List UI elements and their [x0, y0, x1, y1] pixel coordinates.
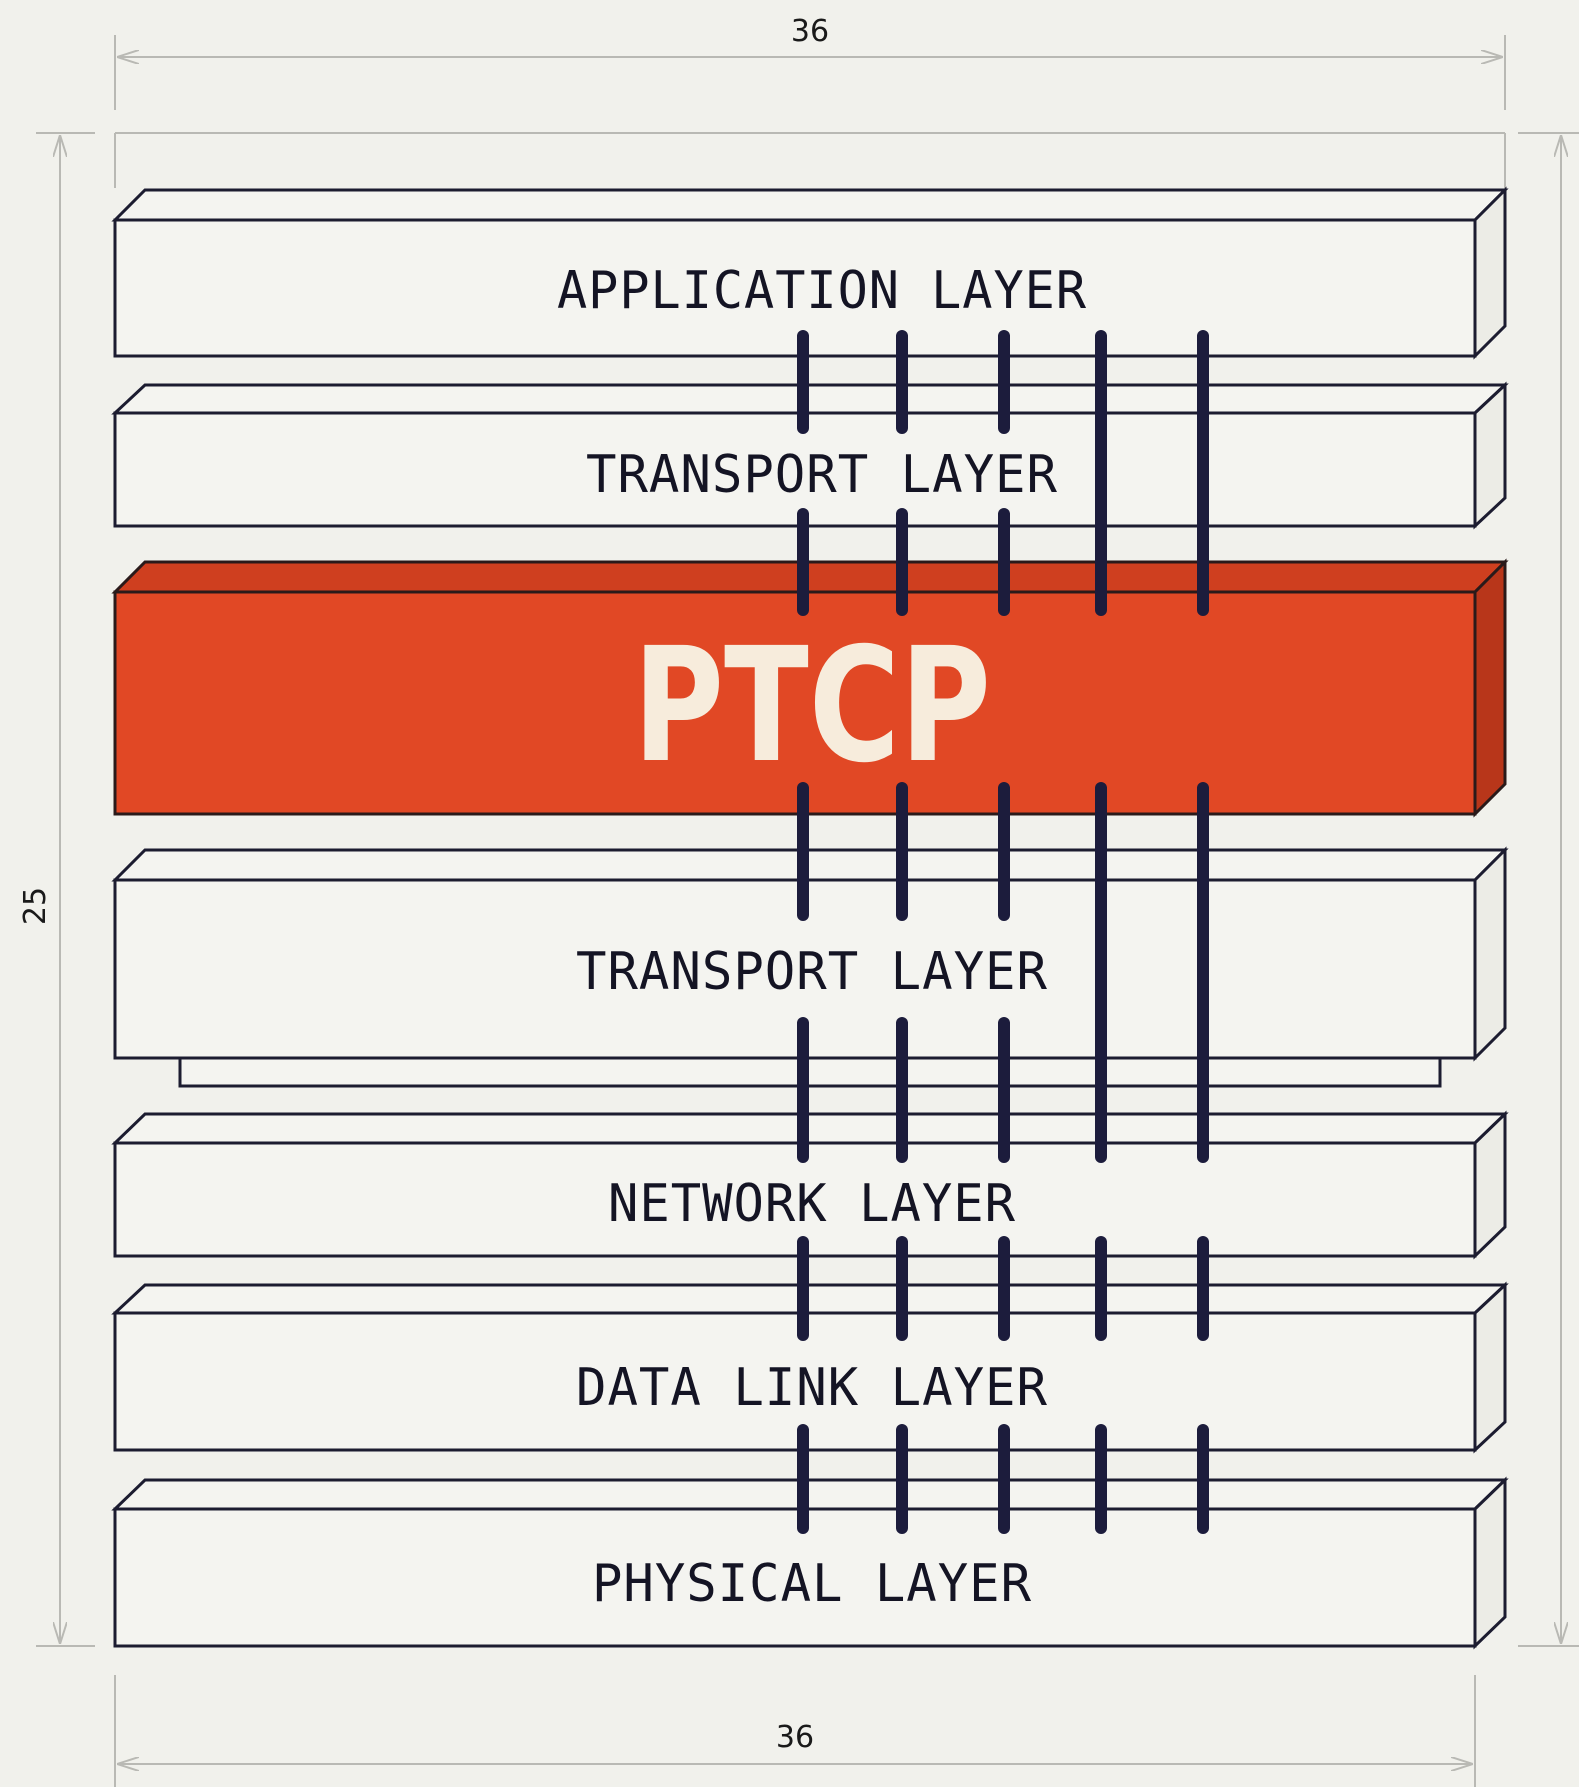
left-dimension-label: 25	[18, 887, 53, 925]
connectors	[797, 330, 1209, 1534]
stack-frame	[114, 132, 1506, 188]
data-link-layer-block	[111, 1281, 1509, 1454]
bottom-dimension-label: 36	[776, 1720, 814, 1755]
physical-layer-block	[111, 1476, 1509, 1650]
application-layer-block	[111, 186, 1509, 360]
ptcp-block	[111, 558, 1509, 818]
data-link-layer-label: DATA LINK LAYER	[576, 1358, 1048, 1418]
top-dimension-label: 36	[791, 14, 829, 49]
transport-layer-upper-label: TRANSPORT LAYER	[586, 445, 1058, 505]
top-dimension: 36	[114, 14, 1506, 110]
network-layer-label: NETWORK LAYER	[608, 1174, 1016, 1234]
transport-layer-lower-block	[111, 846, 1509, 1088]
transport-layer-upper-block	[111, 381, 1509, 530]
physical-layer-label: PHYSICAL LAYER	[592, 1554, 1032, 1614]
transport-layer-lower-label: TRANSPORT LAYER	[576, 942, 1048, 1002]
right-dimension	[1518, 132, 1579, 1647]
ptcp-label: PTCP	[633, 614, 991, 798]
network-layer-block	[111, 1110, 1509, 1260]
bottom-dimension: 36	[114, 1675, 1476, 1787]
left-dimension: 25	[18, 132, 95, 1647]
application-layer-label: APPLICATION LAYER	[557, 261, 1087, 321]
